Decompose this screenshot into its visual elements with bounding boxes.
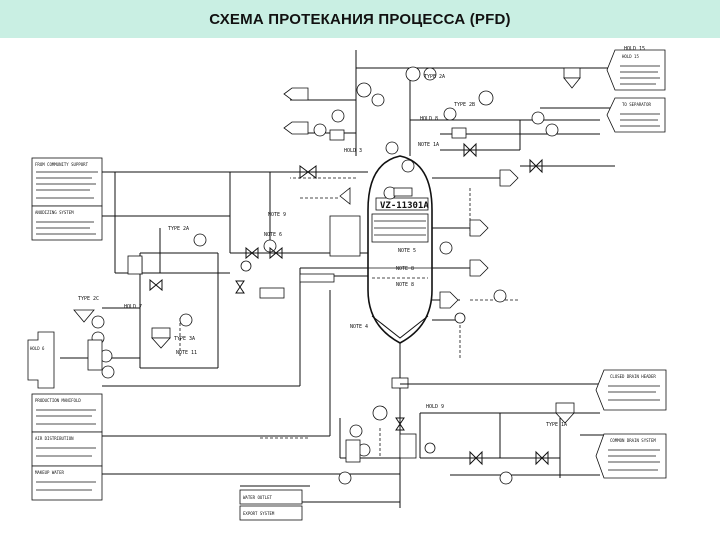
bottom-box-2 (239, 505, 303, 521)
right-side-boxes: HOLD 15 TO SEPARATOR CLOSED DRAIN HEADER… (595, 49, 667, 479)
diagram-labels: NOTE 6 NOTE 8 NOTE 11 NOTE 1A NOTE 4 NOT… (78, 46, 645, 428)
small-equipment (87, 67, 581, 463)
right-box-2-label: TO SEPARATOR (622, 102, 651, 107)
left-box-2-label: ANODIZING SYSTEM (35, 210, 74, 215)
hold-label-3: HOLD 3 (344, 148, 362, 154)
diagram-title: СХЕМА ПРОТЕКАНИЯ ПРОЦЕССА (PFD) (209, 10, 511, 28)
valves (149, 142, 549, 466)
bottom-boxes: WATER OUTLET EXPORT SYSTEM (239, 489, 303, 521)
pfd-diagram: VZ-11301A NOTE 5 NOTE 8 (27, 46, 667, 521)
note-label-3: NOTE 11 (176, 350, 197, 356)
note-label-1: NOTE 6 (264, 232, 282, 238)
note-label-6: NOTE 9 (268, 212, 286, 218)
vessel-note-a: NOTE 5 (398, 248, 416, 254)
bottom-box-2-label: EXPORT SYSTEM (243, 511, 275, 516)
left-box-3-label: PRODUCTION MANIFOLD (35, 398, 81, 403)
instrument-bubbles (91, 66, 559, 485)
type-label-6: TYPE 3A (174, 336, 195, 342)
left-box-1-label: FROM COMMUNITY SUPPORT (35, 162, 89, 167)
right-box-2 (606, 97, 666, 133)
vessel-vz-11301a: VZ-11301A NOTE 5 NOTE 8 (367, 155, 433, 389)
right-box-4-label: COMMON DRAIN SYSTEM (610, 438, 656, 443)
offsheet-connectors (73, 87, 519, 323)
left-side-boxes: FROM COMMUNITY SUPPORT ANODIZING SYSTEM … (27, 157, 103, 501)
note-label-4: NOTE 1A (418, 142, 439, 148)
bottom-box-1-label: WATER OUTLET (243, 495, 272, 500)
hold-label-2: HOLD 8 (420, 116, 438, 122)
right-box-3-label: CLOSED DRAIN HEADER (610, 374, 656, 379)
vessel-tag-box (375, 197, 429, 211)
left-box-5-label: MAKEUP WATER (35, 470, 64, 475)
hold-label-5: HOLD 7 (124, 304, 142, 310)
type-label-2: TYPE 2A (168, 226, 189, 232)
right-box-1 (606, 49, 666, 91)
type-label-5: TYPE 1A (546, 422, 567, 428)
hold-label-1: HOLD 15 (624, 46, 645, 52)
vessel-note-c: NOTE 8 (396, 282, 414, 288)
hold-label-4: HOLD 9 (426, 404, 444, 410)
note-label-5: NOTE 4 (350, 324, 368, 330)
left-box-4-label: AIR DISTRIBUTION (35, 436, 74, 441)
type-label-1: TYPE 2A (424, 74, 445, 80)
hold-label-6: HOLD 6 (30, 346, 45, 351)
right-box-1-label: HOLD 15 (622, 54, 639, 59)
slide-header: СХЕМА ПРОТЕКАНИЯ ПРОЦЕССА (PFD) (0, 0, 720, 38)
bottom-box-1 (239, 489, 303, 505)
type-label-4: TYPE 2C (78, 296, 99, 302)
left-box-4 (31, 431, 103, 467)
type-label-3: TYPE 2B (454, 102, 475, 108)
left-box-5 (31, 465, 103, 501)
note-label-2: NOTE 8 (396, 266, 414, 272)
vessel-tag: VZ-11301A (380, 201, 429, 211)
